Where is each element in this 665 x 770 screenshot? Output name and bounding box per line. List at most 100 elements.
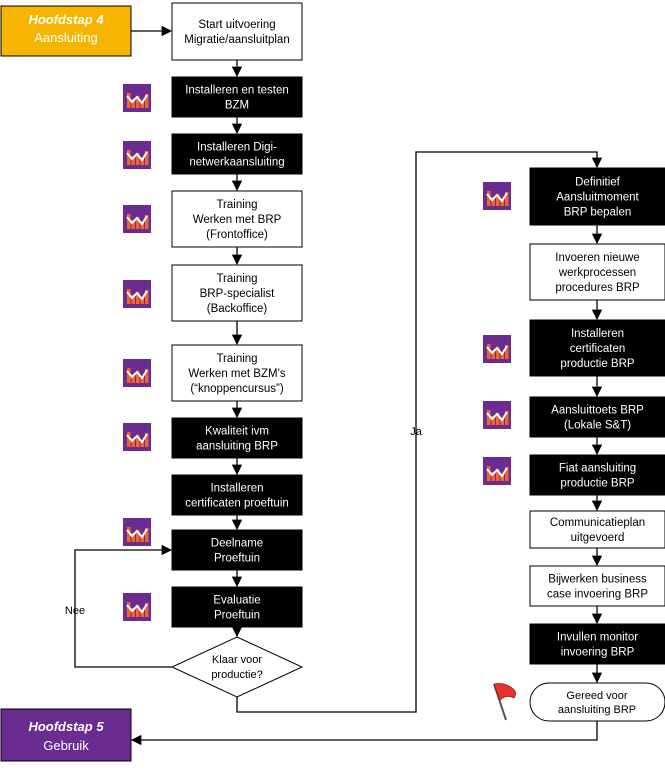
right-step-3-line: certificaten — [570, 343, 626, 355]
end-line-2: aansluiting BRP — [558, 704, 636, 716]
right-step-6-line: Communicatieplan — [550, 517, 645, 529]
end-line-1: Gereed voor — [566, 690, 627, 702]
right-step-4-rect — [529, 396, 665, 438]
left-step-2-line: netwerkaansluiting — [189, 157, 284, 169]
right-step-3-line: Installeren — [571, 328, 624, 340]
chart-icon — [123, 593, 151, 621]
left-step-3-line: Werken met BRP — [193, 214, 282, 226]
left-step-7-line: certificaten proeftuin — [185, 498, 289, 510]
connectors — [74, 25, 603, 746]
right-step-2-line: werkprocessen — [558, 267, 636, 279]
right-step-7: Bijwerken business case invoering BRP — [529, 565, 665, 607]
chart-icon — [123, 359, 151, 387]
chart-icon — [123, 423, 151, 451]
left-step-8-line: Proeftuin — [214, 553, 260, 565]
phase-start-title: Hoofdstap 4 — [28, 12, 104, 27]
phase-end-box: Hoofdstap 5 Gebruik — [0, 708, 132, 762]
left-step-6-line: Kwaliteit ivm — [205, 426, 269, 438]
right-step-8-rect — [529, 623, 665, 665]
right-step-1-rect — [529, 167, 665, 226]
chart-icon — [483, 457, 511, 485]
no-branch-label: Nee — [65, 605, 85, 617]
left-step-3-line: (Frontoffice) — [206, 229, 268, 241]
left-step-1-rect — [171, 76, 303, 118]
right-step-5-rect — [529, 454, 665, 496]
left-step-5-line: Werken met BZM’s — [188, 368, 286, 380]
right-step-1-line: BRP bepalen — [564, 207, 632, 219]
decision-diamond: Klaar voor productie? — [170, 636, 304, 698]
right-step-2-rect — [529, 243, 665, 301]
left-step-4-rect — [171, 264, 303, 322]
arrow-yes-path — [236, 151, 603, 713]
right-step-8-line: invoering BRP — [561, 647, 635, 659]
left-step-7-line: Installeren — [210, 483, 263, 495]
chart-icon — [483, 335, 511, 363]
chart-icon — [483, 182, 511, 210]
right-step-1-line: Aansluitmoment — [556, 192, 639, 204]
left-step-2-line: Installeren Digi- — [197, 142, 277, 154]
right-step-4-line: Aansluittoets BRP — [551, 405, 644, 417]
end-terminal: Gereed voor aansluiting BRP — [529, 682, 665, 722]
left-step-1-line: Installeren en testen — [185, 85, 289, 97]
phase-end-title: Hoofdstap 5 — [28, 719, 104, 734]
start-box-line: Start uitvoering — [198, 19, 275, 31]
left-step-5-line: (“knoppencursus”) — [190, 383, 283, 395]
right-step-3-rect — [529, 319, 665, 377]
left-step-7: Installeren certificaten proeftuin — [171, 474, 303, 516]
start-box-line: Migratie/aansluitplan — [184, 34, 289, 46]
right-step-6: Communicatieplan uitgevoerd — [529, 510, 665, 549]
left-step-8-rect — [171, 529, 303, 571]
left-step-5-rect — [171, 344, 303, 402]
nodes: Start uitvoeringMigratie/aansluitplanIns… — [171, 2, 665, 665]
phase-start-box: Hoofdstap 4 Aansluiting — [0, 5, 132, 57]
right-step-8-line: Invullen monitor — [557, 632, 638, 644]
chart-icon — [123, 205, 151, 233]
arrow-no-loop — [74, 544, 173, 668]
phase-start-subtitle: Aansluiting — [34, 30, 98, 45]
right-step-8: Invullen monitor invoering BRP — [529, 623, 665, 665]
flag-icon — [493, 683, 516, 721]
right-step-2-line: procedures BRP — [555, 282, 640, 294]
left-step-9-rect — [171, 586, 303, 628]
chart-icon — [123, 84, 151, 112]
left-step-9-line: Evaluatie — [213, 595, 260, 607]
left-step-5-line: Training — [216, 353, 257, 365]
right-step-6-rect — [529, 510, 665, 549]
right-step-7-line: case invoering BRP — [547, 589, 648, 601]
left-step-4-line: BRP-specialist — [200, 288, 276, 300]
left-step-3-rect — [171, 190, 303, 248]
left-step-1-line: BZM — [225, 100, 249, 112]
right-step-1-line: Definitief — [575, 177, 621, 189]
left-step-7-rect — [171, 474, 303, 516]
left-step-6: Kwaliteit ivm aansluiting BRP — [171, 417, 303, 459]
left-step-3-line: Training — [216, 199, 257, 211]
right-step-7-line: Bijwerken business — [548, 574, 647, 586]
right-step-6-line: uitgevoerd — [571, 532, 625, 544]
left-step-6-line: aansluiting BRP — [196, 441, 278, 453]
right-step-4-line: (Lokale S&T) — [564, 420, 631, 432]
left-step-4-line: (Backoffice) — [207, 303, 268, 315]
left-step-6-rect — [171, 417, 303, 459]
yes-branch-label: Ja — [410, 426, 423, 438]
right-step-5-line: productie BRP — [560, 478, 634, 490]
chart-icon — [123, 141, 151, 169]
chart-icon — [123, 280, 151, 308]
left-step-4-line: Training — [216, 273, 257, 285]
icons — [123, 84, 511, 621]
right-step-7-rect — [529, 565, 665, 607]
left-step-2: Installeren Digi-netwerkaansluiting — [171, 133, 303, 175]
left-step-2-rect — [171, 133, 303, 175]
right-step-4: Aansluittoets BRP (Lokale S&T) — [529, 396, 665, 438]
decision-line-2: productie? — [211, 669, 262, 681]
arrow-to-phase-end — [130, 721, 598, 746]
